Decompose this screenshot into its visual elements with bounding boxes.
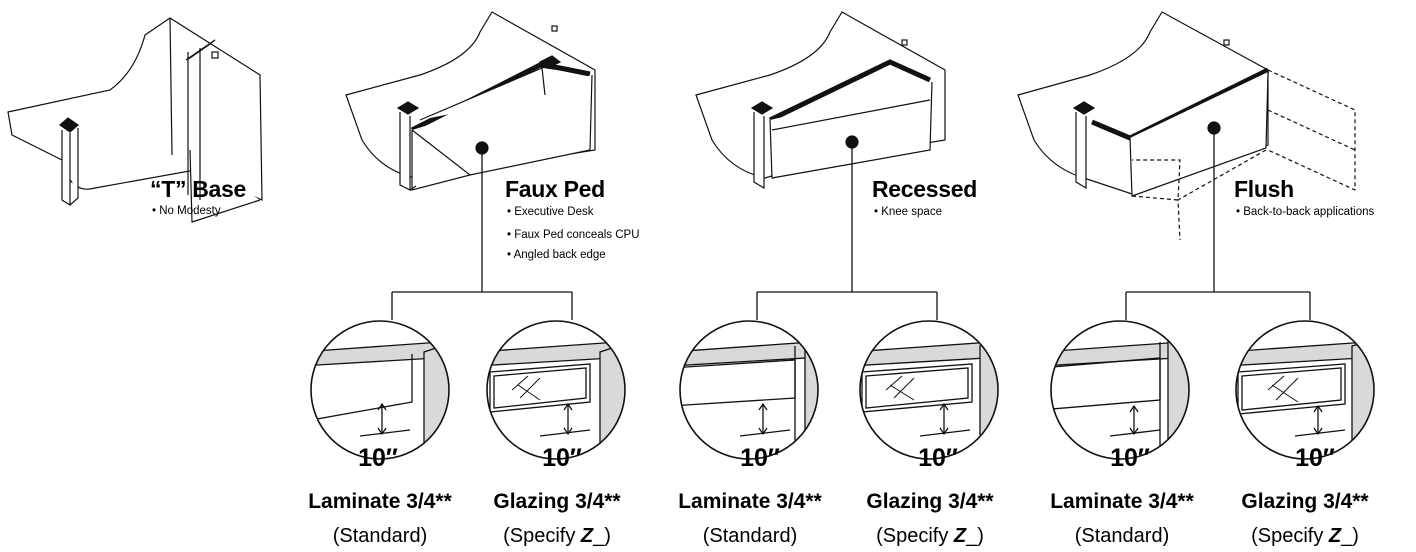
base-title: Recessed	[872, 176, 977, 202]
t-base-desk-illustration	[7, 17, 263, 223]
option-label-glazing-1: Glazing 3/4** (Specify Z_)	[493, 490, 621, 547]
option-note: (Specify Z_)	[1251, 525, 1359, 547]
detail-circle-laminate-2	[679, 320, 819, 460]
option-note: (Standard)	[703, 525, 798, 547]
option-code: Z	[580, 525, 594, 547]
detail-circle-glazing-3	[1235, 320, 1375, 460]
clearance-dimension: 10″	[1295, 444, 1335, 472]
option-label-laminate-3: Laminate 3/4** (Standard)	[1050, 490, 1194, 547]
base-bullet: • Angled back edge	[507, 249, 606, 261]
option-note: (Specify Z_)	[876, 525, 984, 547]
clearance-dimension: 10″	[1110, 444, 1150, 472]
base-label-flush: Flush • Back-to-back applications	[1234, 176, 1375, 218]
recessed-desk-illustration	[695, 11, 946, 190]
base-label-faux-ped: Faux Ped • Executive Desk • Faux Ped con…	[505, 176, 640, 261]
option-note: (Standard)	[333, 525, 428, 547]
base-bullet: • Knee space	[874, 206, 942, 218]
option-label-laminate-2: Laminate 3/4** (Standard)	[678, 490, 822, 547]
option-name: Glazing 3/4**	[1241, 490, 1369, 513]
base-bullet: • Faux Ped conceals CPU	[507, 229, 640, 241]
option-note: (Specify Z_)	[503, 525, 611, 547]
detail-circle-glazing-1	[486, 320, 626, 460]
faux-ped-desk-illustration	[345, 11, 596, 191]
flush-desk-illustration	[1017, 11, 1356, 241]
option-name: Glazing 3/4**	[866, 490, 994, 513]
detail-circle-laminate-3	[1050, 320, 1190, 460]
clearance-dimension: 10″	[358, 444, 398, 472]
base-bullet: • Back-to-back applications	[1236, 206, 1375, 218]
base-title: Flush	[1234, 176, 1294, 202]
clearance-dimension: 10″	[542, 444, 582, 472]
option-name: Laminate 3/4**	[1050, 490, 1194, 513]
base-title: “T” Base	[150, 176, 246, 202]
base-bullet: • Executive Desk	[507, 206, 594, 218]
option-label-laminate-1: Laminate 3/4** (Standard)	[308, 490, 452, 547]
base-label-recessed: Recessed • Knee space	[872, 176, 977, 218]
option-note: (Standard)	[1075, 525, 1170, 547]
option-code: Z	[1328, 525, 1342, 547]
clearance-dimension: 10″	[740, 444, 780, 472]
option-label-glazing-3: Glazing 3/4** (Specify Z_)	[1241, 490, 1369, 547]
base-label-t-base: “T” Base • No Modesty	[150, 176, 246, 217]
option-name: Glazing 3/4**	[493, 490, 621, 513]
base-bullet: • No Modesty	[152, 205, 221, 217]
base-title: Faux Ped	[505, 176, 605, 202]
clearance-dimension: 10″	[918, 444, 958, 472]
option-code: Z	[953, 525, 967, 547]
option-label-glazing-2: Glazing 3/4** (Specify Z_)	[866, 490, 994, 547]
option-name: Laminate 3/4**	[308, 490, 452, 513]
option-name: Laminate 3/4**	[678, 490, 822, 513]
connector-lines	[391, 128, 1311, 320]
